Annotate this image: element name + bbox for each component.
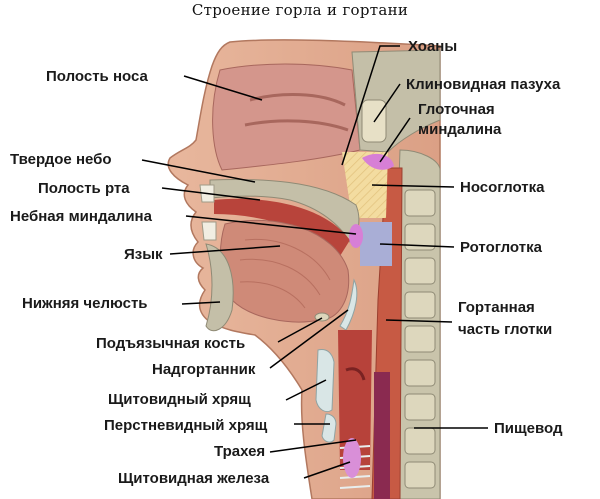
label-thyroid-gland: Щитовидная железа — [118, 470, 270, 487]
leader-laryngopharynx — [385, 319, 453, 323]
thyroid-gland-region — [343, 438, 361, 478]
leader-choanae — [341, 45, 400, 166]
label-sphenoid-sinus: Клиновидная пазуха — [406, 76, 561, 93]
leader-lines — [141, 75, 357, 479]
label-hard-palate: Твердое небо — [10, 151, 112, 168]
label-oropharynx: Ротоглотка — [460, 239, 543, 256]
label-epiglottis: Надгортанник — [152, 361, 256, 378]
leader-tongue — [169, 245, 281, 255]
label-laryngopharynx-line1: Гортанная — [458, 299, 535, 316]
nasal-turbinate — [249, 93, 346, 107]
leader-thyroid-gland — [303, 461, 351, 479]
tongue-muscle-lines — [239, 281, 306, 309]
label-nasal-cavity: Полость носа — [46, 68, 148, 85]
label-choanae: Хоаны — [408, 38, 457, 55]
leader-oropharynx — [379, 243, 455, 248]
label-mandible: Нижняя челюсть — [22, 295, 148, 312]
oral-cavity — [214, 198, 350, 256]
leader-thyroid-cartilage — [285, 379, 327, 401]
label-pharyngeal-tonsil-line2: миндалина — [418, 121, 502, 138]
pharyngeal-tonsil-region — [362, 153, 394, 170]
leader-oral-cavity — [161, 187, 261, 201]
leader-mandible — [181, 301, 221, 305]
label-cricoid-cartilage: Перстневидный хрящ — [104, 417, 268, 434]
label-thyroid-cartilage: Щитовидный хрящ — [108, 391, 251, 408]
hyoid-bone-region — [314, 312, 330, 322]
leader-sphenoid-sinus — [373, 83, 401, 123]
diagram-title: Строение горла и гортани — [191, 1, 409, 19]
leader-hyoid-bone — [277, 317, 323, 343]
mandible-region — [205, 243, 234, 332]
leader-nasal-cavity — [183, 75, 263, 101]
palatine-tonsil-region — [349, 224, 363, 248]
leader-palatine-tonsil — [185, 215, 357, 235]
leader-epiglottis — [269, 309, 349, 369]
leader-trachea — [269, 439, 357, 453]
esophagus-region — [374, 372, 390, 499]
label-laryngopharynx-line2: часть глотки — [458, 321, 552, 338]
larynx-cavity — [338, 330, 372, 470]
epiglottis-region — [339, 278, 358, 331]
nasal-turbinate — [244, 119, 349, 132]
leader-nasopharynx — [371, 184, 455, 188]
lower-teeth — [201, 221, 217, 241]
label-tongue: Язык — [124, 246, 163, 263]
tongue-muscle-lines — [244, 238, 331, 281]
label-oral-cavity: Полость рта — [38, 180, 130, 197]
leader-pharyngeal-tonsil — [379, 117, 411, 163]
nasal-cavity-region — [212, 63, 361, 171]
label-palatine-tonsil: Небная миндалина — [10, 208, 153, 225]
label-pharyngeal-tonsil-line1: Глоточная — [418, 101, 495, 118]
cricoid-cartilage-region — [321, 413, 337, 443]
tongue-muscle-lines — [239, 258, 321, 296]
leader-hard-palate — [141, 159, 256, 183]
label-esophagus: Пищевод — [494, 420, 563, 437]
vocal-folds — [345, 367, 366, 381]
label-trachea: Трахея — [214, 443, 265, 460]
label-nasopharynx: Носоглотка — [460, 179, 545, 196]
leader-lines-right — [341, 45, 488, 429]
vertebrae — [404, 189, 436, 489]
label-hyoid-bone: Подъязычная кость — [96, 335, 245, 352]
